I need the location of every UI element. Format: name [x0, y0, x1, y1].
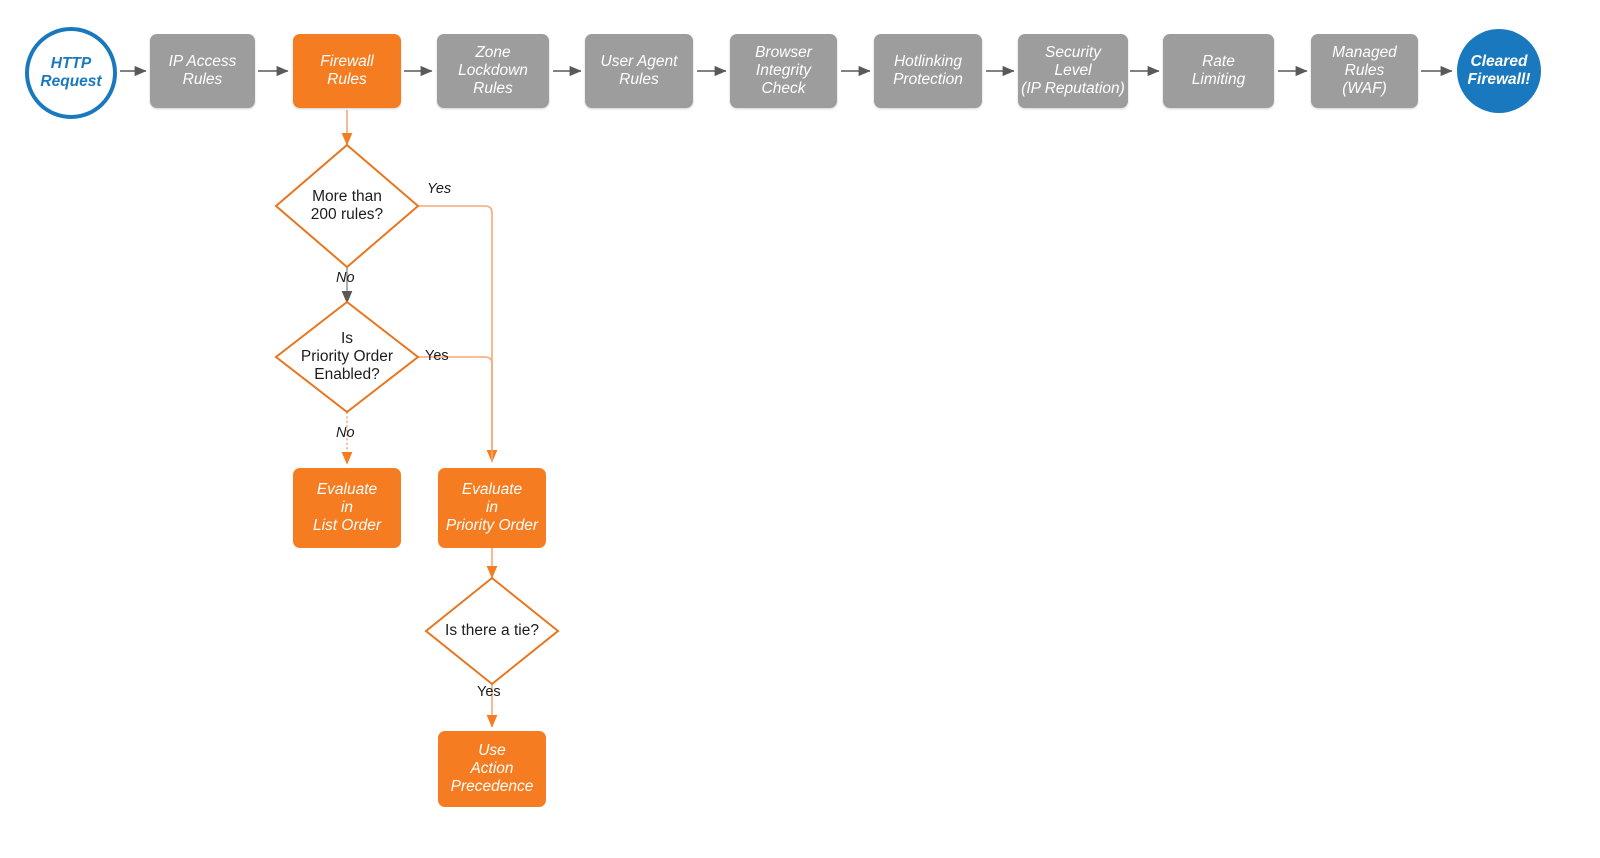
- node-security-level[interactable]: Security Level (IP Reputation): [1018, 34, 1128, 108]
- node-ip-access-rules[interactable]: IP Access Rules: [150, 34, 255, 108]
- edge-label-priority-yes: Yes: [425, 348, 449, 364]
- edge-label-tie-yes: Yes: [477, 684, 501, 700]
- edge-label-rules-yes: Yes: [427, 181, 452, 197]
- node-hotlinking-protection[interactable]: Hotlinking Protection: [874, 34, 982, 108]
- decision-more-than-200-rules[interactable]: [274, 143, 420, 269]
- edge-priority-yes: [418, 356, 493, 462]
- node-firewall-rules[interactable]: Firewall Rules: [293, 34, 401, 108]
- node-cleared-firewall[interactable]: Cleared Firewall!: [1457, 29, 1541, 113]
- node-http-request[interactable]: HTTP Request: [25, 27, 117, 119]
- edge-rules-yes: [418, 205, 498, 463]
- decision-is-there-a-tie[interactable]: [424, 576, 560, 686]
- edge-label-priority-no: No: [336, 425, 355, 441]
- node-use-action-precedence[interactable]: Use Action Precedence: [438, 731, 546, 807]
- edge-label-rules-no: No: [336, 270, 355, 286]
- node-user-agent-rules[interactable]: User Agent Rules: [585, 34, 693, 108]
- decision-is-priority-order-enabled[interactable]: [274, 300, 420, 414]
- node-browser-integrity-check[interactable]: Browser Integrity Check: [730, 34, 837, 108]
- node-evaluate-in-list-order[interactable]: Evaluate in List Order: [293, 468, 401, 548]
- node-managed-rules-waf[interactable]: Managed Rules (WAF): [1311, 34, 1418, 108]
- node-zone-lockdown-rules[interactable]: Zone Lockdown Rules: [437, 34, 549, 108]
- node-evaluate-in-priority-order[interactable]: Evaluate in Priority Order: [438, 468, 546, 548]
- node-rate-limiting[interactable]: Rate Limiting: [1163, 34, 1274, 108]
